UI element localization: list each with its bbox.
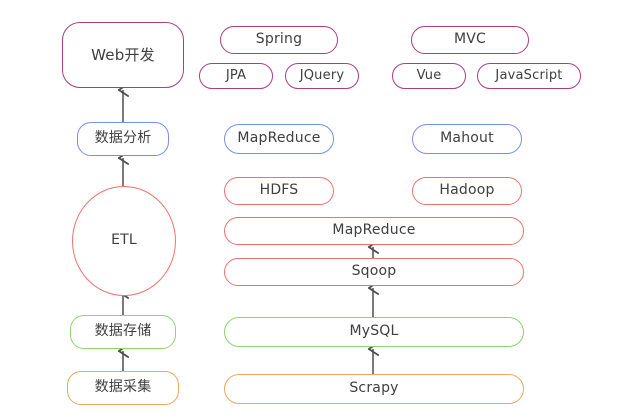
node-scrapy[interactable]: Scrapy bbox=[224, 374, 524, 404]
node-label: Scrapy bbox=[349, 380, 399, 397]
node-label: MySQL bbox=[349, 323, 399, 340]
node-hadoop[interactable]: Hadoop bbox=[412, 177, 522, 205]
node-label: MVC bbox=[453, 31, 487, 48]
node-label: JQuery bbox=[299, 67, 345, 83]
node-label: HDFS bbox=[259, 182, 299, 199]
node-label: MapReduce bbox=[237, 130, 321, 147]
node-jpa[interactable]: JPA bbox=[199, 63, 273, 89]
node-label: ETL bbox=[111, 232, 137, 249]
node-vue[interactable]: Vue bbox=[392, 63, 466, 89]
node-label: JavaScript bbox=[495, 67, 563, 83]
node-label: Mahout bbox=[440, 130, 494, 147]
node-label: Vue bbox=[416, 67, 442, 83]
node-label: Sqoop bbox=[351, 263, 397, 280]
node-label: 数据分析 bbox=[94, 130, 152, 147]
node-label: Hadoop bbox=[439, 182, 495, 199]
node-web-kaifa[interactable]: Web开发 bbox=[62, 22, 184, 88]
node-sqoop[interactable]: Sqoop bbox=[224, 258, 524, 286]
node-shuju-fenxi[interactable]: 数据分析 bbox=[77, 122, 169, 156]
node-hdfs[interactable]: HDFS bbox=[224, 177, 334, 205]
node-javascript[interactable]: JavaScript bbox=[477, 63, 581, 89]
node-label: MapReduce bbox=[332, 222, 416, 239]
node-mapreduce-top[interactable]: MapReduce bbox=[224, 124, 334, 154]
node-mvc[interactable]: MVC bbox=[411, 26, 529, 54]
node-mysql[interactable]: MySQL bbox=[224, 317, 524, 347]
node-shuju-caiji[interactable]: 数据采集 bbox=[67, 371, 179, 405]
node-mahout[interactable]: Mahout bbox=[412, 124, 522, 154]
node-label: Spring bbox=[255, 31, 303, 48]
node-etl[interactable]: ETL bbox=[72, 186, 176, 296]
node-label: 数据采集 bbox=[94, 379, 152, 396]
node-label: Web开发 bbox=[91, 45, 155, 64]
node-mapreduce-big[interactable]: MapReduce bbox=[224, 217, 524, 245]
node-label: 数据存储 bbox=[94, 323, 152, 340]
node-spring[interactable]: Spring bbox=[220, 26, 338, 54]
node-label: JPA bbox=[225, 67, 247, 83]
node-jquery[interactable]: JQuery bbox=[285, 63, 359, 89]
node-shuju-cunchu[interactable]: 数据存储 bbox=[70, 315, 176, 349]
